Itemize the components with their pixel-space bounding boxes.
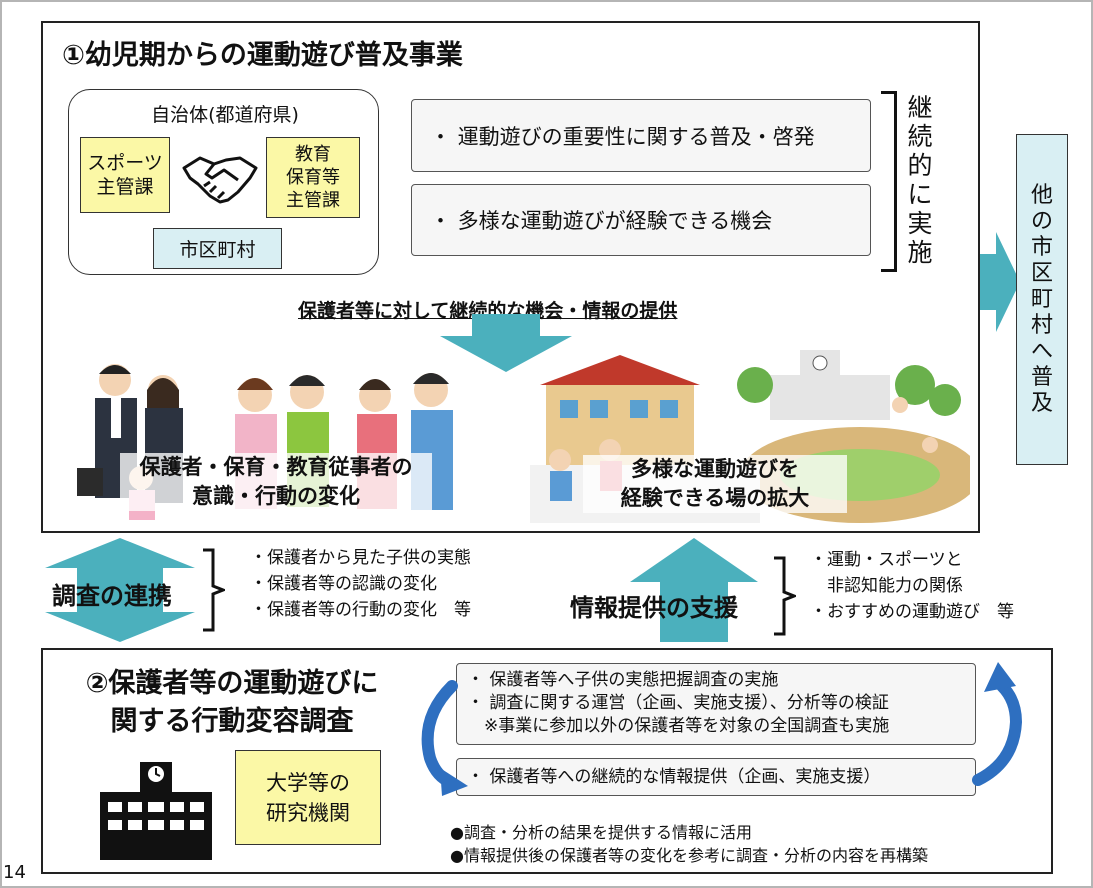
spread-to-other-municipalities: 他 の 市 区 町 村 へ 普 及 bbox=[1016, 134, 1068, 465]
right-arrow-icon bbox=[980, 232, 1020, 332]
section2-box bbox=[41, 648, 1053, 874]
activity-item-opportunity: ・ 多様な運動遊びが経験できる機会 bbox=[411, 184, 871, 256]
survey-item: ・保護者等の認識の変化 bbox=[250, 574, 437, 594]
kindergarten-building bbox=[540, 355, 700, 465]
school-building bbox=[770, 350, 890, 420]
info-bracket bbox=[774, 556, 796, 636]
trees bbox=[737, 365, 961, 416]
double-arrow-icon bbox=[45, 538, 195, 642]
info-item: ・運動・スポーツと bbox=[810, 550, 963, 570]
page-number: 14 bbox=[3, 862, 26, 883]
outcome-awareness-change: 保護者・保育・教育従事者の 意識・行動の変化 bbox=[120, 453, 432, 511]
up-arrow-icon bbox=[630, 538, 758, 642]
cycle-info-box: ・ 保護者等への継続的な情報提供（企画、実施支援） bbox=[456, 758, 976, 796]
info-item: 非認知能力の関係 bbox=[810, 576, 963, 596]
provision-title: 保護者等に対して継続的な機会・情報の提供 bbox=[298, 300, 678, 322]
survey-link-label: 調査の連携 bbox=[52, 582, 172, 610]
down-arrow-icon bbox=[440, 314, 572, 372]
survey-bracket bbox=[203, 548, 225, 632]
university-building-icon bbox=[100, 762, 212, 860]
cycle-arrow-left-icon bbox=[421, 680, 468, 796]
info-item: ・おすすめの運動遊び 等 bbox=[810, 602, 1014, 622]
cycle-arrow-right-icon bbox=[972, 662, 1023, 786]
sports-dept-box: スポーツ 主管課 bbox=[80, 137, 170, 213]
father-figure bbox=[77, 364, 137, 498]
research-institution-box: 大学等の 研究機関 bbox=[235, 750, 381, 845]
continuity-bracket bbox=[881, 91, 897, 272]
cycle-survey-item: ・ 保護者等へ子供の実態把握調査の実施 bbox=[467, 670, 779, 690]
education-dept-box: 教育 保育等 主管課 bbox=[266, 137, 360, 218]
info-support-label: 情報提供の支援 bbox=[570, 594, 738, 622]
cycle-survey-box: ・ 保護者等へ子供の実態把握調査の実施 ・ 調査に関する運営（企画、実施支援）、… bbox=[456, 663, 976, 745]
cycle-survey-item: ・ 調査に関する運営（企画、実施支援）、分析等の検証 bbox=[467, 693, 889, 713]
cycle-survey-item: ※事業に参加以外の保護者等を対象の全国調査も実施 bbox=[467, 716, 890, 736]
prefecture-label: 自治体(都道府県) bbox=[151, 104, 299, 126]
continuous-label: 継 続 的 に 実 施 bbox=[907, 93, 933, 267]
note-item: ●調査・分析の結果を提供する情報に活用 bbox=[450, 823, 752, 842]
handshake-icon bbox=[182, 156, 258, 204]
note-item: ●情報提供後の保護者等の変化を参考に調査・分析の内容を再構築 bbox=[450, 846, 928, 865]
section1-box bbox=[41, 21, 980, 533]
survey-item: ・保護者等の行動の変化 等 bbox=[250, 600, 471, 620]
section1-title: ①幼児期からの運動遊び普及事業 bbox=[62, 40, 463, 71]
survey-item: ・保護者から見た子供の実態 bbox=[250, 548, 471, 568]
outcome-place-expansion: 多様な運動遊びを 経験できる場の拡大 bbox=[583, 455, 847, 513]
city-box: 市区町村 bbox=[153, 228, 282, 269]
section2-title: ②保護者等の運動遊びに 関する行動変容調査 bbox=[85, 668, 379, 737]
activity-item-awareness: ・ 運動遊びの重要性に関する普及・啓発 bbox=[411, 99, 871, 172]
